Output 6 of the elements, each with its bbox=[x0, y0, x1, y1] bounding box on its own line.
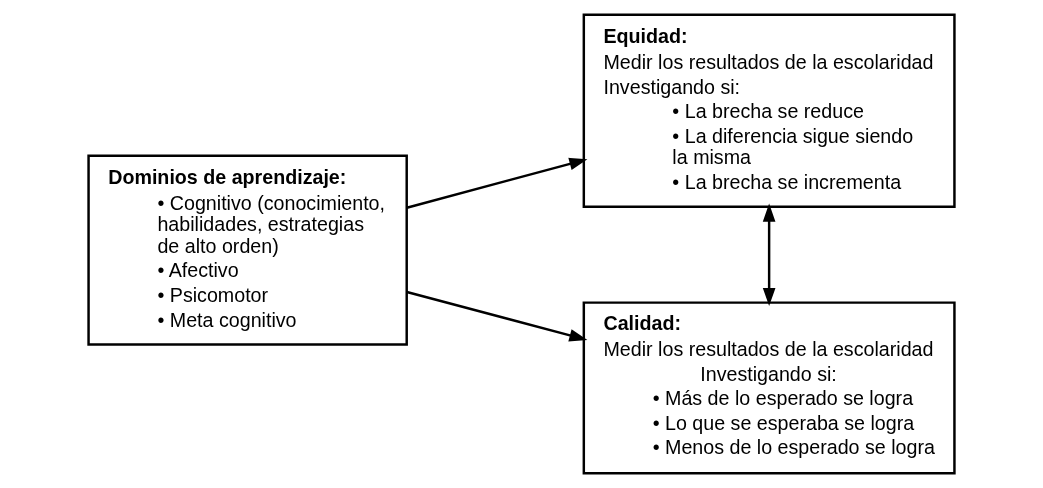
node-box: Equidad: Medir los resultados de la escolaridad Investigando si: • La brecha se reduce • La diferencia sigue siendo la misma • La brecha se incrementa bbox=[582, 13, 956, 208]
arrow bbox=[406, 290, 588, 342]
node-box: Dominios de aprendizaje: • Cognitivo (conocimiento, habilidades, estrategias de alto orden) • Afectivo • Psicomotor • Meta cognitivo bbox=[87, 154, 408, 346]
arrow bbox=[762, 203, 776, 307]
node-box: Calidad: Medir los resultados de la escolaridad Investigando si: • Más de lo esperado se logra • Lo que se esperaba se logra • Menos de lo esperado se logra bbox=[582, 301, 956, 475]
arrow bbox=[406, 157, 588, 209]
